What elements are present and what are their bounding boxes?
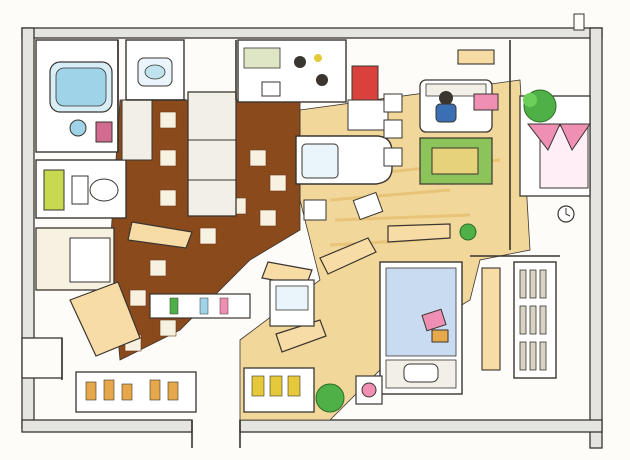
skylight [457,13,585,65]
center-shelving [149,279,315,327]
person-icon [435,91,457,123]
sink-icon [137,57,173,87]
plant-icon [315,89,557,413]
shoe-shelf [75,371,197,413]
outer-walls [21,27,603,449]
living-area [419,79,499,185]
bottom-storage [243,367,315,413]
washroom [125,39,185,101]
kitchen-cabinets [121,91,237,217]
kitchen-counter [237,39,379,103]
inner-walls [61,40,560,448]
bathroom [35,39,119,153]
wardrobe [481,261,557,379]
toilet-icon [71,175,119,205]
nightstand [355,375,383,405]
bathtub-icon [49,61,113,113]
clock-icon [557,205,575,223]
stools [303,93,403,221]
storage-left [35,227,141,357]
bed-icon [379,261,463,395]
kitchen-island [295,99,393,185]
toilet-room [35,159,127,219]
